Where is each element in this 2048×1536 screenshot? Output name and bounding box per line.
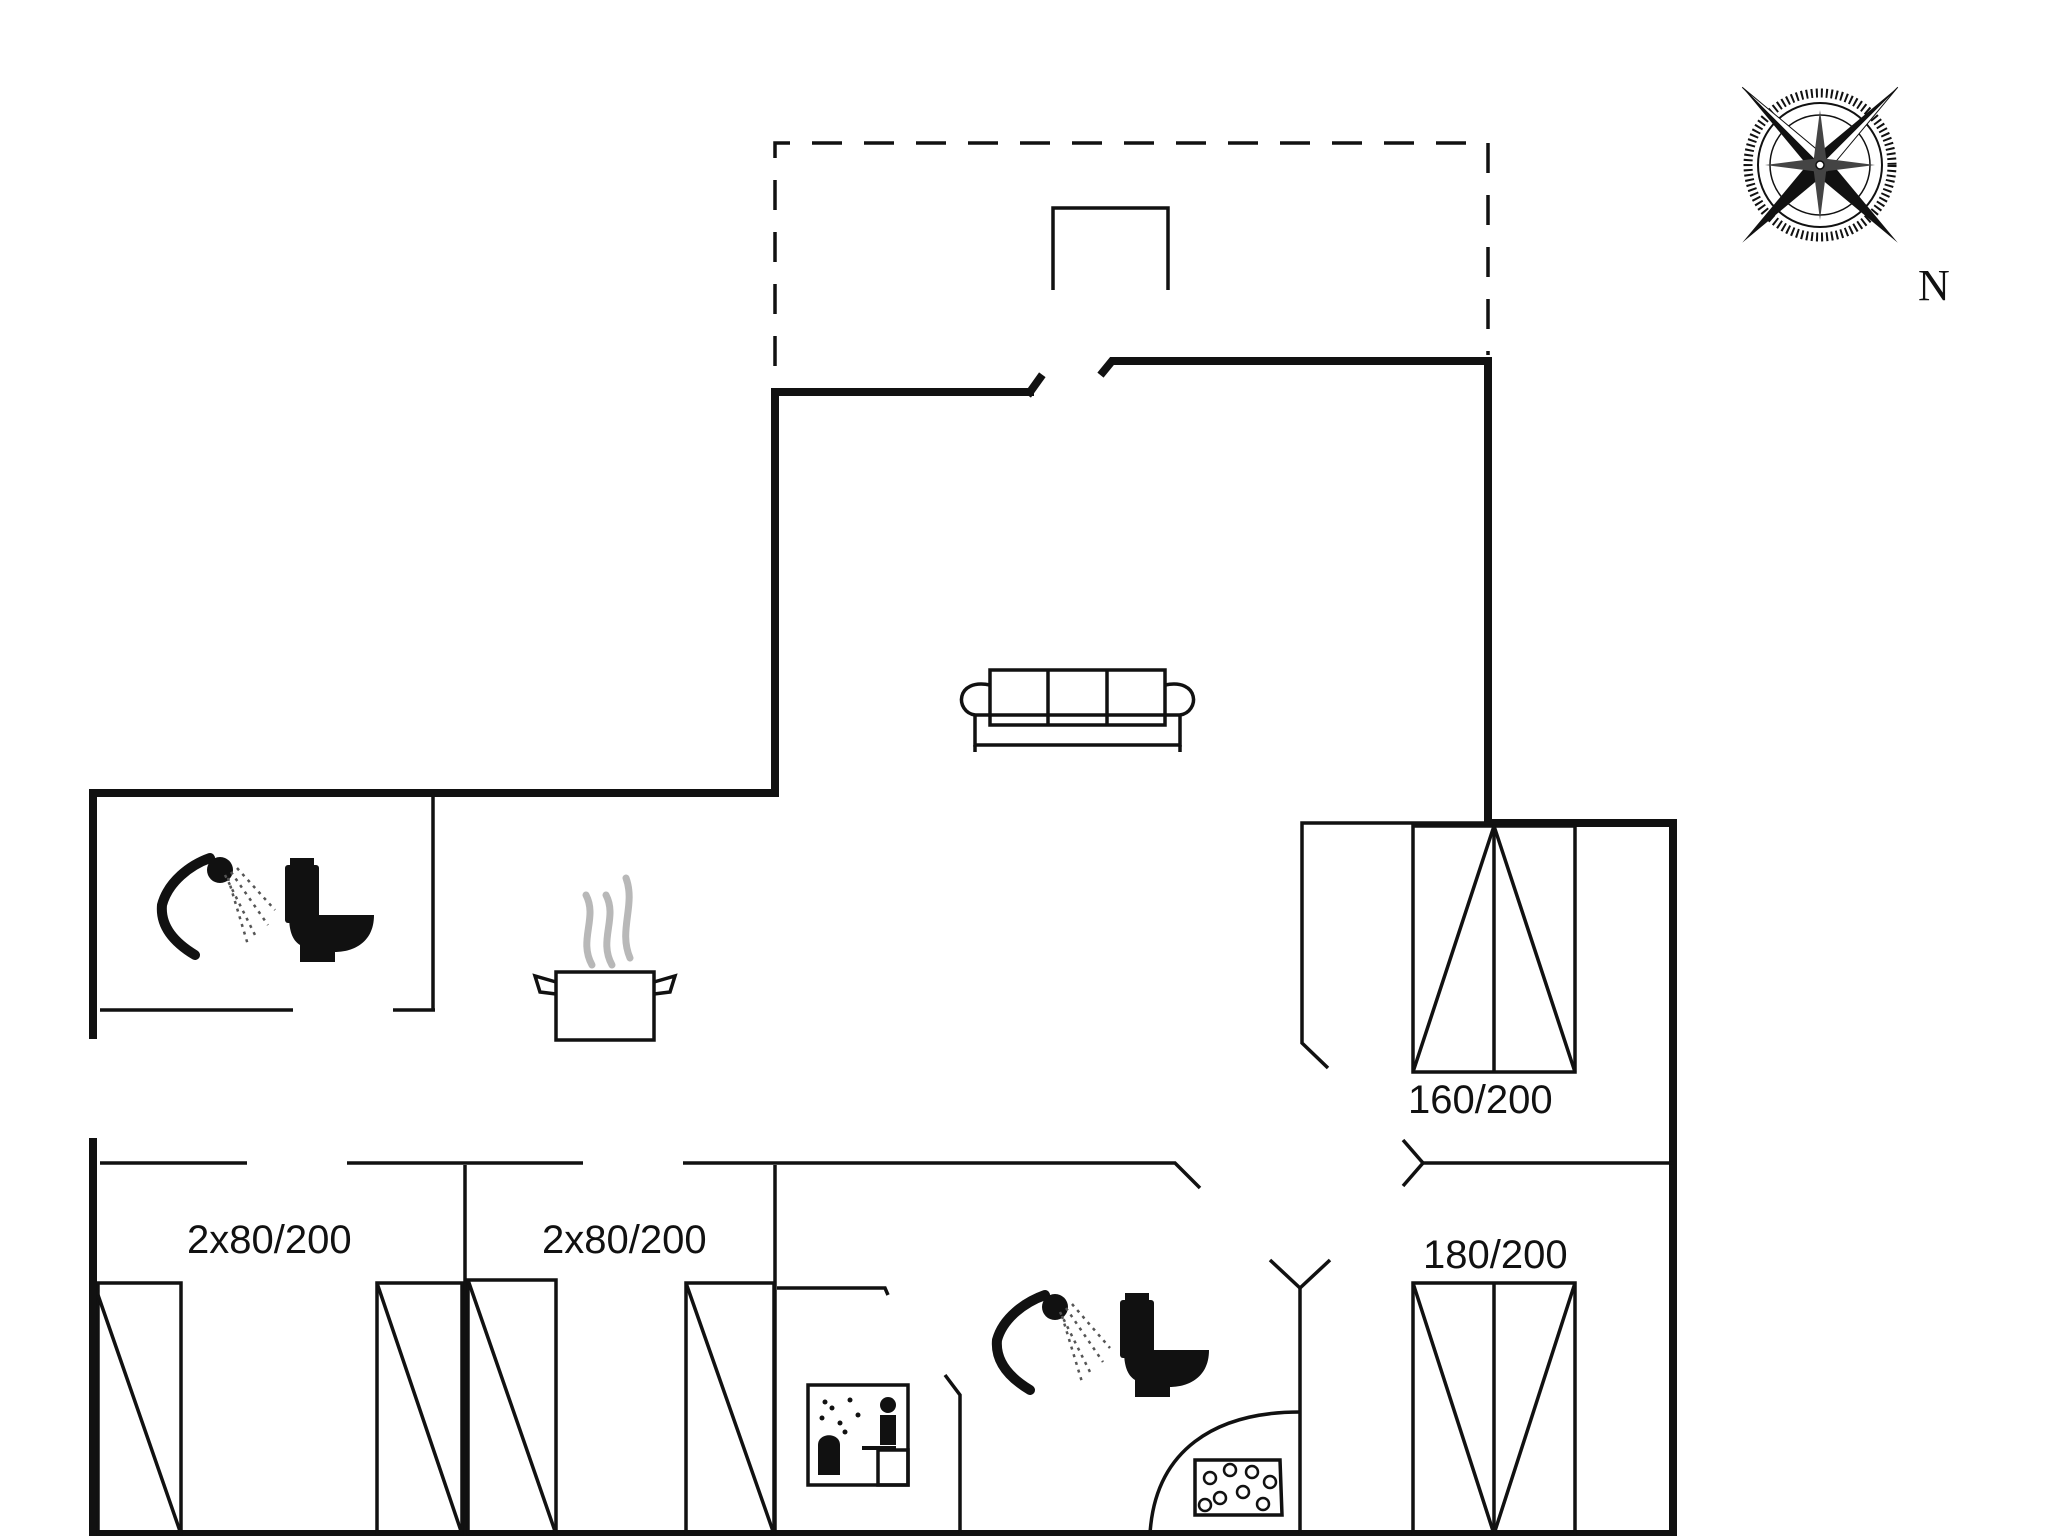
toilet-icon [1120,1293,1209,1397]
covered-terrace [773,141,1490,470]
bed-bedroom-1-left [96,1281,183,1536]
bed-bedroom-2-left [466,1278,558,1536]
bed-size-label-bedroom-2: 2x80/200 [542,1218,707,1262]
sauna-icon [806,1383,910,1487]
spa-bath-icon [1148,1410,1301,1535]
cooking-pot-icon [532,874,678,1042]
bed-bedroom-1-right [375,1281,464,1536]
bed-bedroom-3 [1411,824,1577,1074]
bed-size-label-bedroom-4: 180/200 [1423,1233,1568,1277]
sofa-icon [959,668,1196,752]
bed-size-label-bedroom-3: 160/200 [1408,1078,1553,1122]
shower-icon [991,1290,1111,1395]
north-label: N [1918,261,1950,310]
bed-bedroom-4 [1411,1281,1577,1536]
bed-size-label-bedroom-1: 2x80/200 [187,1218,352,1262]
exterior-walls [89,357,1677,1536]
terrace-fireplace [1051,206,1170,290]
shower-icon [156,853,276,960]
bed-bedroom-2-right [684,1281,776,1536]
toilet-icon [285,858,374,962]
compass-rose-icon [1741,86,1899,243]
